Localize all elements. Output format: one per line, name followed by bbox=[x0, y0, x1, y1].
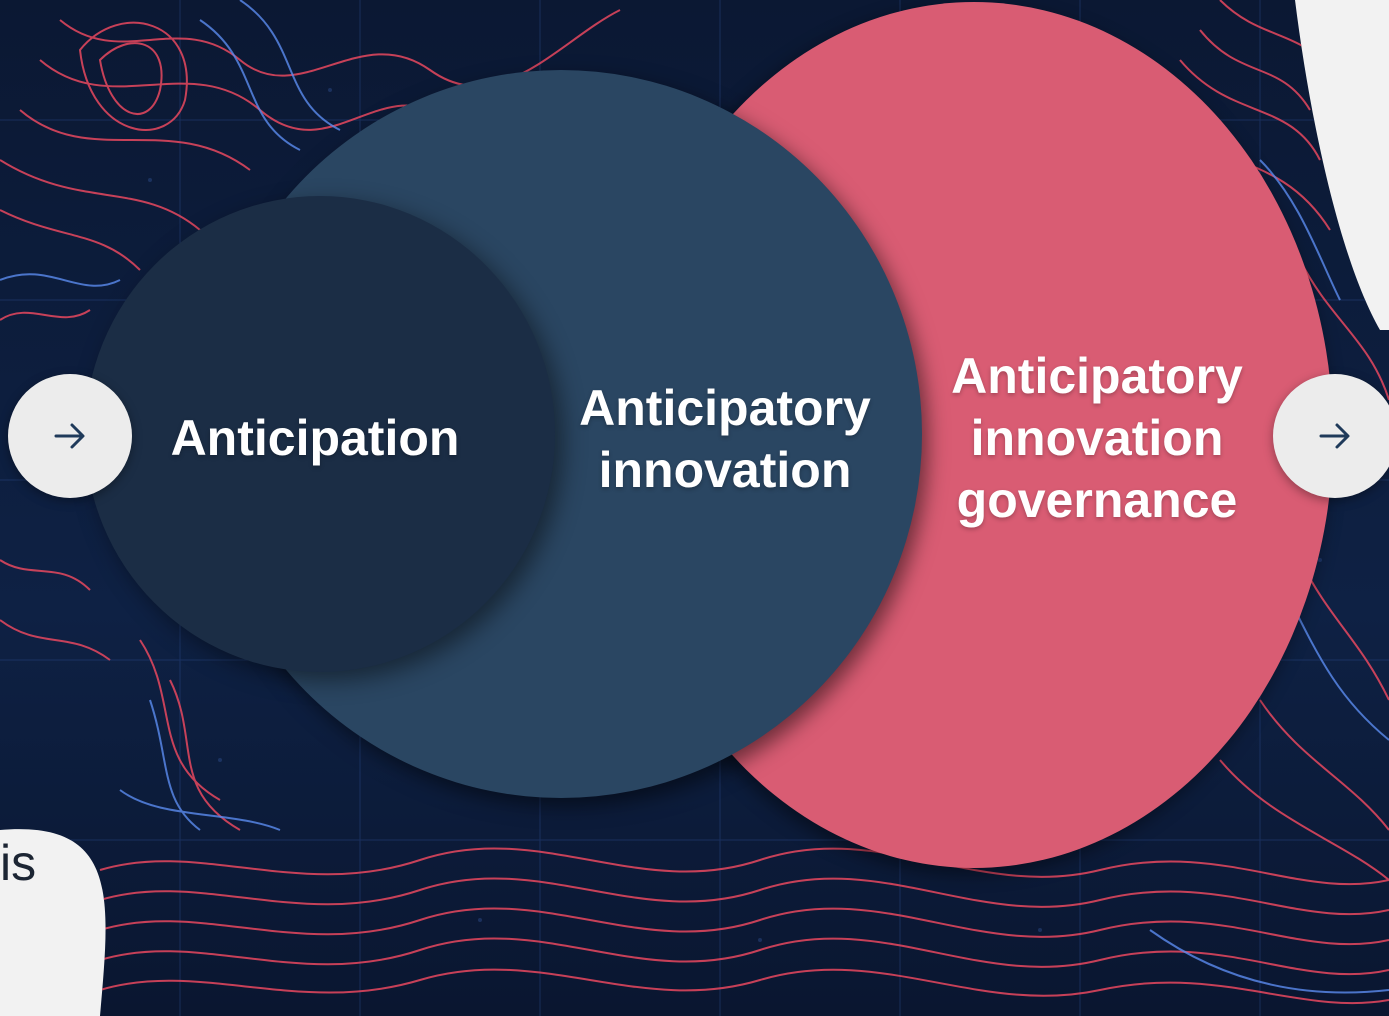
label-anticipatory-innovation: Anticipatory innovation bbox=[560, 377, 890, 501]
label-anticipation: Anticipation bbox=[150, 407, 480, 469]
arrow-right-icon bbox=[1319, 423, 1350, 449]
label-line: innovation bbox=[598, 442, 852, 498]
label-line: governance bbox=[956, 472, 1238, 528]
label-line: innovation bbox=[970, 410, 1224, 466]
label-line: Anticipatory bbox=[951, 348, 1243, 404]
previous-button[interactable] bbox=[8, 374, 132, 498]
label-line: Anticipatory bbox=[579, 380, 871, 436]
next-button[interactable] bbox=[1273, 374, 1389, 498]
partial-body-text: is bbox=[0, 835, 37, 891]
circle-anticipation bbox=[85, 196, 555, 672]
label-line: Anticipation bbox=[170, 410, 460, 466]
label-anticipatory-innovation-governance: Anticipatory innovation governance bbox=[932, 345, 1262, 531]
arrow-right-icon bbox=[54, 423, 85, 449]
